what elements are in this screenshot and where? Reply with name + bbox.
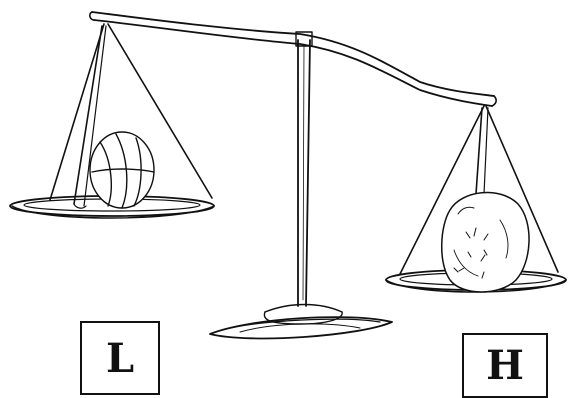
left-label-box: L: [80, 321, 160, 395]
right-label: H: [486, 342, 524, 389]
rock: [442, 193, 529, 292]
left-label: L: [106, 335, 134, 382]
scale-base: [210, 305, 392, 339]
beach-ball: [90, 132, 154, 208]
right-label-box: H: [462, 333, 548, 398]
scale-beam: [90, 12, 496, 106]
scale-post: [296, 32, 312, 306]
